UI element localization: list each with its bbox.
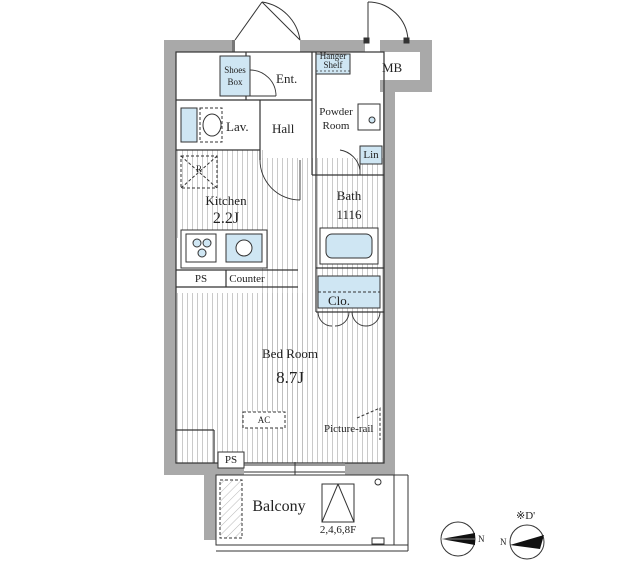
picture-rail-line — [356, 407, 381, 440]
kitchen-floor — [176, 150, 266, 238]
balcony-vent — [371, 537, 385, 545]
toilet-icon — [357, 103, 381, 131]
entry-door-swing — [249, 69, 277, 97]
drain-icon — [374, 478, 382, 486]
ac-unit — [242, 411, 286, 429]
hanger-shelf — [315, 53, 351, 75]
entrance-door-icon — [234, 1, 301, 41]
shoes-box-label-2: Box — [227, 77, 243, 87]
ac-label: AC — [257, 415, 271, 425]
kitchen-label: Kitchen — [205, 193, 247, 208]
refrigerator-mark: R — [195, 164, 203, 174]
ps-balcony-box — [217, 451, 245, 469]
balcony-storage — [219, 479, 243, 539]
balcony-window — [244, 462, 345, 475]
balcony — [215, 474, 409, 552]
compass-north-icon — [440, 521, 476, 557]
compass-letter-left: N — [478, 534, 485, 544]
kitchen-area: 2.2J — [212, 210, 240, 227]
bath-size: 1116 — [336, 207, 362, 222]
ps-kitchen-label: PS — [194, 273, 208, 285]
hanger-shelf-label-2: Shelf — [323, 60, 343, 70]
balcony-label: Balcony — [252, 498, 306, 515]
closet-door-swing — [317, 311, 381, 327]
lavatory-sink-icon — [180, 107, 223, 143]
compass-letter-right: N — [500, 537, 507, 547]
mb-door-icon — [363, 1, 410, 44]
shoes-box-label-1: Shoes — [224, 65, 246, 75]
counter-label: Counter — [229, 273, 265, 285]
lavatory-label: Lav. — [226, 119, 249, 134]
hanger-shelf-label-1: Hanger — [319, 51, 347, 61]
hall-label: Hall — [272, 121, 295, 136]
entrance-label: Ent. — [276, 71, 298, 86]
interior-walls — [175, 51, 385, 464]
linen-label: Lin — [363, 149, 379, 161]
kitchen-counter — [180, 229, 268, 269]
powder-room-label-2: Room — [322, 120, 350, 132]
compass-declination-icon — [509, 524, 545, 560]
evacuation-hatch — [321, 483, 355, 523]
bedroom-area: 8.7J — [276, 368, 304, 387]
shoes-box — [219, 55, 251, 97]
declination-note: ※D' — [516, 510, 536, 522]
mb-label: MB — [382, 60, 403, 75]
picture-rail-label: Picture-rail — [324, 423, 374, 435]
closet-label: Clo. — [327, 293, 351, 308]
powder-room-label-1: Powder — [319, 106, 353, 118]
floors-label: 2,4,6,8F — [319, 524, 357, 536]
hall-door-swing — [259, 159, 301, 201]
bedroom-floor-left — [176, 293, 306, 463]
linen-shelf — [359, 145, 383, 165]
refrigerator-space — [180, 155, 218, 189]
bathtub-icon — [319, 227, 379, 265]
bedroom-label: Bed Room — [262, 346, 318, 361]
ps-balcony-label: PS — [224, 454, 238, 466]
bath-label: Bath — [336, 188, 362, 203]
